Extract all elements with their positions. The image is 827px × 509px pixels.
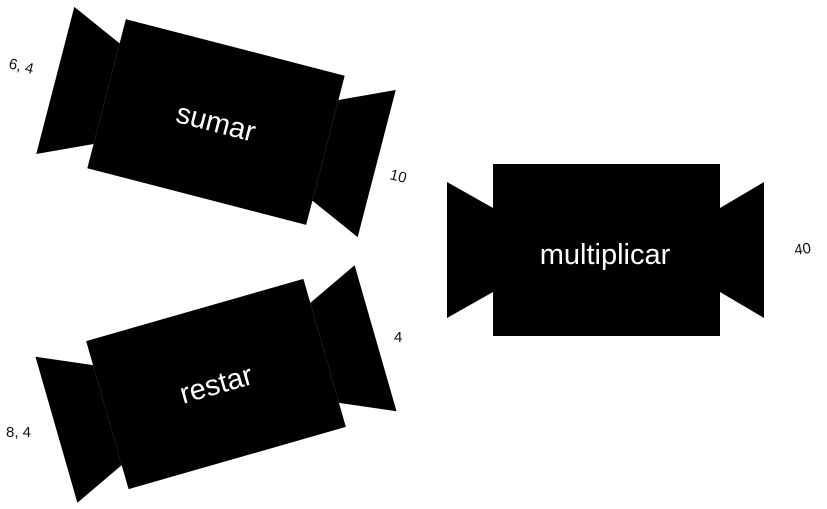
sumar-input-funnel — [36, 6, 120, 155]
multiplicar-output-value: 40 — [793, 240, 812, 259]
sumar-shape: sumar — [36, 6, 396, 238]
restar-block: restar 8, 4 4 — [6, 265, 402, 503]
multiplicar-label: multiplicar — [540, 239, 671, 271]
restar-input-funnel — [35, 356, 122, 503]
sumar-input-value: 6, 4 — [7, 55, 35, 78]
multiplicar-body — [493, 164, 720, 336]
sumar-body — [87, 19, 345, 225]
sumar-output-value: 10 — [388, 166, 408, 187]
sumar-block: sumar 6, 4 10 — [7, 6, 408, 238]
restar-shape: restar — [35, 265, 397, 503]
restar-output-value: 4 — [394, 329, 402, 346]
sumar-output-funnel — [312, 89, 396, 238]
multiplicar-input-funnel — [447, 182, 493, 318]
restar-output-funnel — [310, 265, 397, 412]
multiplicar-block: multiplicar 40 — [447, 164, 812, 336]
restar-body — [86, 278, 346, 490]
restar-input-value: 8, 4 — [6, 424, 31, 441]
multiplicar-output-funnel — [720, 182, 764, 318]
